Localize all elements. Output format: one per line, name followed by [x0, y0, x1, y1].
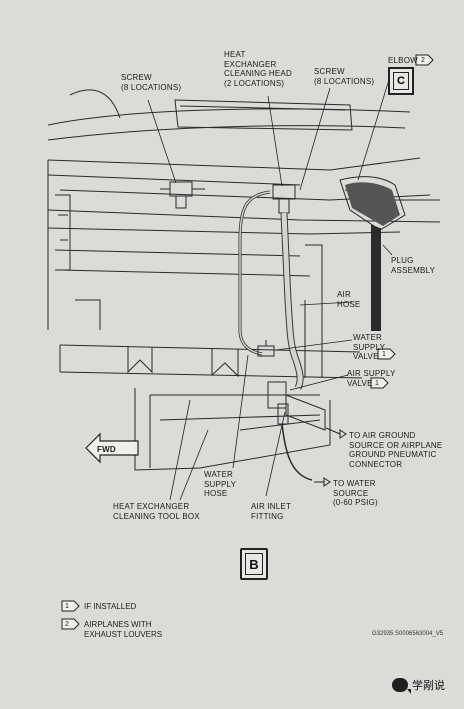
water-valve-note-number: 1: [382, 351, 387, 358]
note-flag-icon: [415, 54, 434, 66]
note-1-text: IF INSTALLED: [84, 602, 137, 611]
document-number: G32935 S0006563004_V5: [372, 631, 444, 637]
chat-bubble-icon: [392, 678, 411, 694]
watermark: 学剐说: [392, 677, 445, 694]
label-fwd: FWD: [97, 445, 116, 454]
note-1-number: 1: [65, 603, 69, 610]
view-c-marker: C: [388, 67, 414, 95]
note-flag-icon: [61, 618, 80, 630]
air-valve-note-number: 1: [375, 380, 380, 387]
forward-arrow-icon: [85, 432, 139, 464]
note-flag-icon: [61, 600, 80, 612]
label-screw-left: SCREW(8 LOCATIONS): [121, 73, 182, 92]
label-screw-right: SCREW(8 LOCATIONS): [314, 67, 375, 86]
elbow-note-number: 2: [421, 57, 426, 64]
note-flag-icon: [370, 377, 389, 389]
label-elbow: ELBOW: [388, 56, 418, 65]
note-2-number: 2: [65, 621, 69, 628]
note-flag-icon: [377, 348, 396, 360]
view-b-marker: B: [240, 548, 268, 580]
